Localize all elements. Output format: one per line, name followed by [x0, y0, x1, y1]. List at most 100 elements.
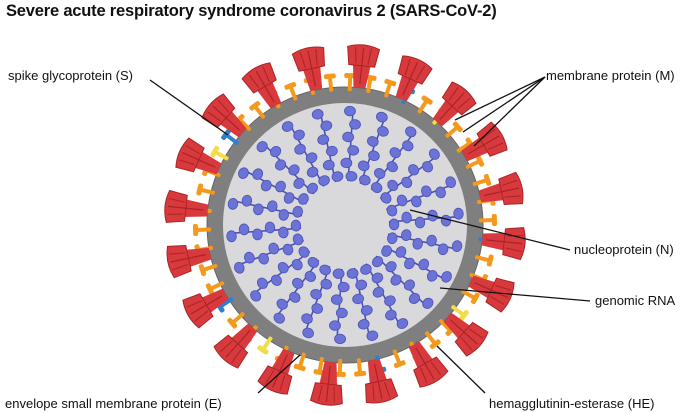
nucleoprotein-bead: [396, 318, 409, 329]
leader-lines: [149, 76, 591, 394]
nucleoprotein-bead: [401, 229, 412, 242]
nucleoprotein-bead: [401, 176, 413, 189]
nucleoprotein-bead: [422, 161, 434, 173]
membrane-protein: [293, 352, 306, 372]
nucleoprotein-arm: [301, 264, 333, 339]
spike-glycoprotein: [164, 189, 209, 223]
membrane-protein: [205, 281, 225, 295]
nucleoprotein-bead: [371, 182, 383, 193]
membrane-protein: [323, 73, 336, 92]
nucleoprotein-bead: [302, 327, 314, 339]
nucleoprotein-bead: [410, 195, 422, 208]
nucleoprotein-bead: [349, 119, 361, 130]
nucleoprotein-bead: [428, 148, 440, 160]
membrane-protein: [478, 213, 498, 227]
nucleoprotein-arm: [226, 219, 302, 243]
genomic-rna-strand: [375, 255, 430, 309]
nucleoprotein-arm: [357, 111, 389, 186]
nucleoprotein-bead: [380, 192, 392, 204]
nucleoprotein-bead: [421, 185, 432, 198]
membrane-protein: [249, 100, 266, 119]
diagram-title: Severe acute respiratory syndrome corona…: [6, 2, 497, 20]
nucleoprotein-bead: [274, 159, 287, 171]
membrane-protein: [417, 95, 433, 114]
genomic-rna-strand: [365, 263, 403, 329]
nucleoprotein-bead: [342, 131, 355, 143]
nucleoprotein-bead: [278, 208, 289, 221]
nucleoprotein-bead: [408, 292, 420, 304]
nucleoprotein-bead: [310, 288, 322, 300]
nucleoprotein-bead: [281, 121, 294, 132]
label-membrane-protein: membrane protein (M): [546, 68, 675, 83]
membrane-protein: [475, 254, 494, 267]
spike-glycoprotein: [481, 227, 526, 261]
nucleoprotein-arm: [372, 255, 434, 309]
nucleoprotein-bead: [278, 226, 289, 239]
envelope-protein: [210, 145, 229, 161]
nucleoprotein-bead: [404, 257, 415, 270]
nucleoprotein-arm: [329, 268, 350, 345]
nucleoprotein-bead: [332, 268, 345, 279]
nucleoprotein-bead: [311, 303, 324, 314]
nucleoprotein-bead: [238, 167, 249, 179]
nucleoprotein-bead: [385, 261, 397, 273]
spike-glycoprotein: [309, 361, 343, 406]
nucleoprotein-bead: [396, 194, 408, 207]
nucleoprotein-bead: [306, 182, 318, 194]
nucleoprotein-bead: [292, 205, 303, 218]
nucleoprotein-bead: [317, 134, 330, 145]
genomic-rna-strand: [318, 109, 337, 183]
nucleoprotein-bead: [252, 228, 263, 241]
nucleoprotein-bead: [304, 271, 316, 282]
spike-glycoprotein: [478, 171, 524, 205]
nucleoprotein-bead: [387, 179, 399, 192]
nucleoprotein-bead: [306, 166, 319, 178]
nucleoprotein-bead: [368, 150, 380, 162]
genomic-rna-strand: [273, 259, 320, 321]
nucleoprotein-bead: [322, 159, 335, 171]
nucleoprotein-bead: [437, 243, 449, 256]
label-nucleoprotein: nucleoprotein (N): [574, 242, 674, 257]
label-hemagglutinin-esterase: hemagglutinin-esterase (HE): [489, 396, 654, 411]
nucleoprotein-bead: [418, 258, 430, 271]
nucleoprotein-bead: [344, 105, 356, 117]
nucleoprotein-bead: [401, 211, 412, 224]
leader-membrane-3: [473, 76, 546, 147]
nucleoprotein-bead: [352, 293, 364, 305]
nucleoprotein-arm: [238, 167, 309, 205]
nucleoprotein-bead: [366, 330, 379, 341]
leader-nucleoprotein: [409, 209, 571, 251]
nucleoprotein-bead: [288, 164, 300, 176]
nucleoprotein-bead: [335, 307, 348, 319]
nucleoprotein-bead: [311, 109, 324, 120]
nucleoprotein-arm: [256, 141, 318, 195]
spike-glycoprotein: [461, 121, 508, 162]
membrane-protein: [384, 78, 397, 98]
genomic-rna-strand: [387, 233, 461, 251]
nucleoprotein-bead: [326, 145, 338, 157]
membrane-protein: [192, 223, 212, 237]
genomic-rna-strand: [379, 153, 440, 200]
nucleoprotein-bead: [334, 333, 346, 345]
nucleoprotein-bead: [298, 246, 310, 258]
genomic-rna-strand: [353, 267, 372, 341]
nucleoprotein-bead: [366, 136, 379, 147]
nucleoprotein-bead: [357, 319, 370, 330]
nucleoprotein-arm: [311, 109, 344, 183]
nucleoprotein-bead: [293, 129, 305, 141]
nucleoprotein-bead: [294, 143, 306, 155]
nucleoprotein-bead: [381, 245, 392, 257]
nucleoprotein-bead: [360, 305, 373, 316]
nucleoprotein-bead: [293, 177, 305, 189]
nucleoprotein-bead: [385, 309, 397, 321]
nucleoprotein-bead: [270, 274, 282, 286]
nucleoprotein-bead: [346, 268, 359, 279]
nucleoprotein-bead: [331, 171, 344, 182]
nucleoprotein-bead: [395, 246, 407, 258]
nucleoprotein-arm: [387, 229, 463, 256]
membrane-protein: [461, 289, 480, 305]
nucleoprotein-bead: [386, 204, 398, 217]
hemagglutinin-esterase-protein: [221, 129, 239, 145]
leader-membrane-2: [462, 76, 546, 133]
nucleoprotein-bead: [276, 298, 288, 310]
